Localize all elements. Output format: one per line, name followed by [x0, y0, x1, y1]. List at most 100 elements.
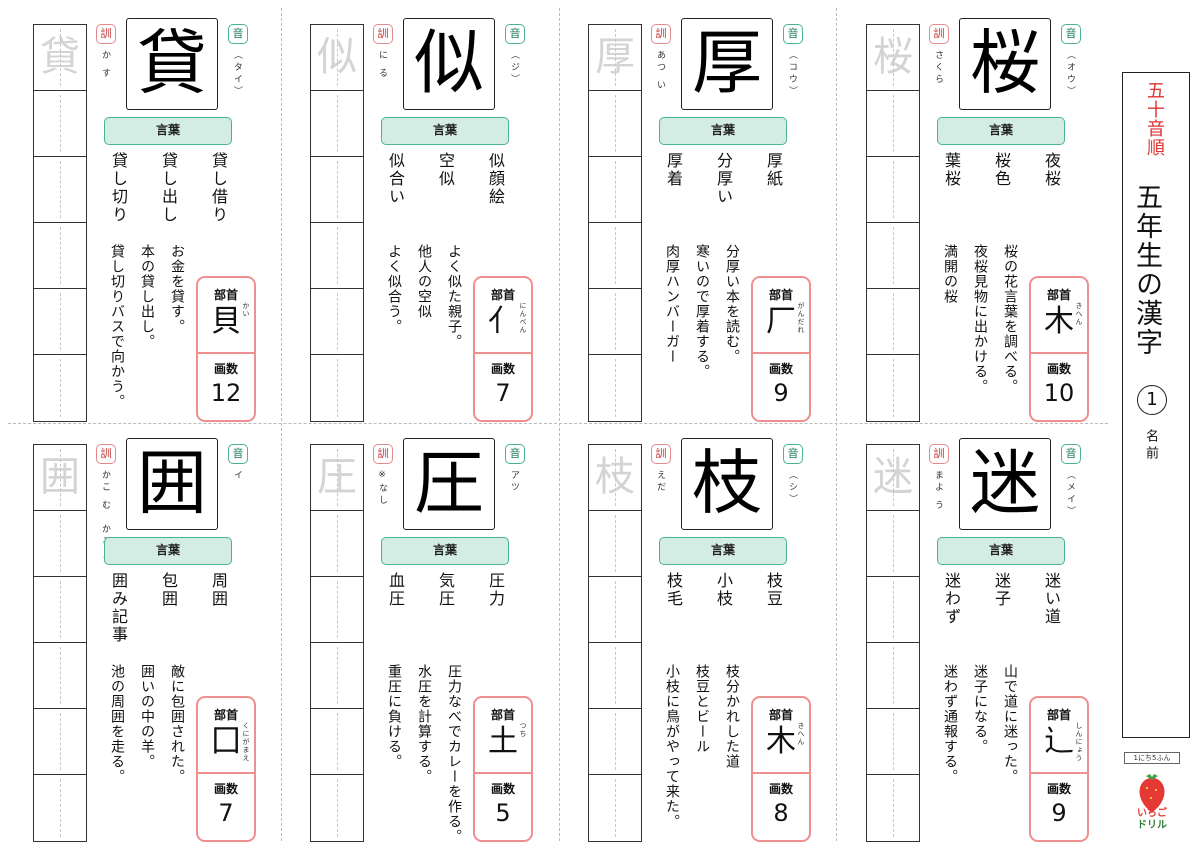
bushu-name: きへん: [1075, 302, 1083, 326]
sentence-2: 他人の空似: [416, 244, 432, 319]
strokes-value: 7: [218, 799, 234, 827]
main-kanji: 似: [414, 22, 484, 104]
bushu-char: 辶: [1044, 724, 1074, 759]
bushu-char: 亻: [488, 304, 518, 339]
bushu-char: 囗: [211, 724, 241, 759]
on-reading: アツ: [509, 470, 519, 494]
word-3: 厚着: [664, 152, 683, 188]
kun-reading: ※なし: [377, 470, 387, 507]
on-badge: 音: [783, 24, 803, 44]
bushu-name: しんにょう: [1075, 722, 1083, 762]
word-2: 空似: [436, 152, 455, 188]
sentence-1: よく似た親子。: [446, 244, 462, 349]
main-kanji-box: 圧: [403, 438, 495, 530]
on-badge: 音: [1061, 24, 1081, 44]
on-reading: （オウ）: [1065, 50, 1075, 98]
word-1: 似顔絵: [486, 152, 505, 206]
kanji-card: 枝 訓 えだ 枝 音 （シ） 言葉 枝豆 小枝 枝毛 枝分かれした道 枝豆とビー…: [563, 426, 841, 846]
name-field-label[interactable]: 名前: [1143, 429, 1158, 463]
practice-column[interactable]: 貸: [33, 24, 87, 422]
sentence-3: よく似合う。: [386, 244, 402, 334]
practice-column[interactable]: 迷: [866, 444, 920, 842]
main-kanji: 枝: [692, 442, 762, 524]
practice-column[interactable]: 厚: [588, 24, 642, 422]
sentence-1: 分厚い本を読む。: [724, 244, 740, 364]
on-reading: （ジ）: [509, 50, 519, 86]
info-box: 部首 厂 がんだれ 画数 9: [751, 276, 811, 422]
main-kanji: 貸: [137, 22, 207, 104]
info-divider: [1031, 772, 1087, 774]
sentence-3: 満開の桜: [942, 244, 958, 304]
on-reading: （シ）: [787, 470, 797, 506]
kanji-card: 桜 訓 さくら 桜 音 （オウ） 言葉 夜桜 桜色 葉桜 桜の花言葉を調べる。 …: [841, 6, 1119, 426]
logo-wordmark: いちご ドリル: [1137, 808, 1167, 831]
main-kanji-box: 枝: [681, 438, 773, 530]
sentence-3: 肉厚ハンバーガー: [664, 244, 680, 364]
kotoba-header: 言葉: [659, 117, 787, 145]
main-kanji: 厚: [692, 22, 762, 104]
bushu-label: 部首: [213, 708, 238, 722]
on-badge: 音: [228, 24, 248, 44]
info-divider: [753, 352, 809, 354]
info-box: 部首 木 きへん 画数 10: [1029, 276, 1089, 422]
sentence-3: 池の周囲を走る。: [109, 664, 125, 784]
practice-column[interactable]: 桜: [866, 24, 920, 422]
on-reading: （メイ）: [1065, 470, 1075, 518]
strokes-value: 8: [773, 799, 789, 827]
info-box: 部首 木 きへん 画数 8: [751, 696, 811, 842]
kun-reading: まよ う: [933, 470, 943, 512]
bushu-label: 部首: [1046, 708, 1071, 722]
word-3: 血圧: [386, 572, 405, 608]
strokes-label: 画数: [1046, 362, 1071, 376]
logo-tagline: 1にち5ふん: [1124, 752, 1180, 764]
sentence-3: 貸し切りバスで向かう。: [109, 244, 125, 409]
word-2: 気圧: [436, 572, 455, 608]
bushu-label: 部首: [490, 288, 515, 302]
kotoba-header: 言葉: [381, 117, 509, 145]
word-3: 葉桜: [942, 152, 961, 188]
on-reading: （コウ）: [787, 50, 797, 98]
info-box: 部首 貝 かい 画数 12: [196, 276, 256, 422]
word-1: 枝豆: [764, 572, 783, 608]
strokes-label: 画数: [213, 362, 238, 376]
word-1: 貸し借り: [209, 152, 228, 224]
word-2: 桜色: [992, 152, 1011, 188]
bushu-label: 部首: [768, 708, 793, 722]
on-reading: （タイ）: [232, 50, 242, 98]
bushu-char: 土: [488, 724, 518, 759]
bushu-name: がんだれ: [797, 302, 805, 334]
trace-kanji: 囲: [40, 454, 80, 500]
practice-column[interactable]: 囲: [33, 444, 87, 842]
on-badge: 音: [505, 444, 525, 464]
main-kanji: 迷: [970, 442, 1040, 524]
divider-vertical: [559, 8, 560, 841]
word-2: 貸し出し: [159, 152, 178, 224]
strokes-label: 画数: [768, 362, 793, 376]
strokes-value: 9: [773, 379, 789, 407]
kotoba-header: 言葉: [937, 117, 1065, 145]
word-3: 迷わず: [942, 572, 961, 626]
kanji-card: 似 訓 に る 似 音 （ジ） 言葉 似顔絵 空似 似合い よく似た親子。 他人…: [285, 6, 563, 426]
sentence-1: 枝分かれした道: [724, 664, 740, 769]
bushu-name: かい: [242, 302, 250, 318]
main-kanji: 圧: [414, 442, 484, 524]
sentence-2: 寒いので厚着する。: [694, 244, 710, 379]
kun-reading: か す: [100, 50, 110, 80]
sentence-3: 重圧に負ける。: [386, 664, 402, 769]
brand-logo: 1にち5ふん いちご ドリル: [1124, 752, 1184, 842]
practice-column[interactable]: 似: [310, 24, 364, 422]
practice-column[interactable]: 枝: [588, 444, 642, 842]
info-divider: [198, 772, 254, 774]
bushu-name: つち: [519, 722, 527, 738]
sentence-2: 夜桜見物に出かける。: [972, 244, 988, 394]
trace-kanji: 桜: [873, 34, 913, 80]
sentence-2: 本の貸し出し。: [139, 244, 155, 349]
bushu-char: 木: [766, 724, 796, 759]
sentence-1: 圧力なべでカレーを作る。: [446, 664, 462, 844]
practice-column[interactable]: 圧: [310, 444, 364, 842]
kun-badge: 訓: [929, 24, 949, 44]
kun-reading: に る: [377, 50, 387, 80]
kun-reading: かこ む かこ う: [100, 470, 110, 566]
info-box: 部首 囗 くにがまえ 画数 7: [196, 696, 256, 842]
bushu-name: きへん: [797, 722, 805, 746]
